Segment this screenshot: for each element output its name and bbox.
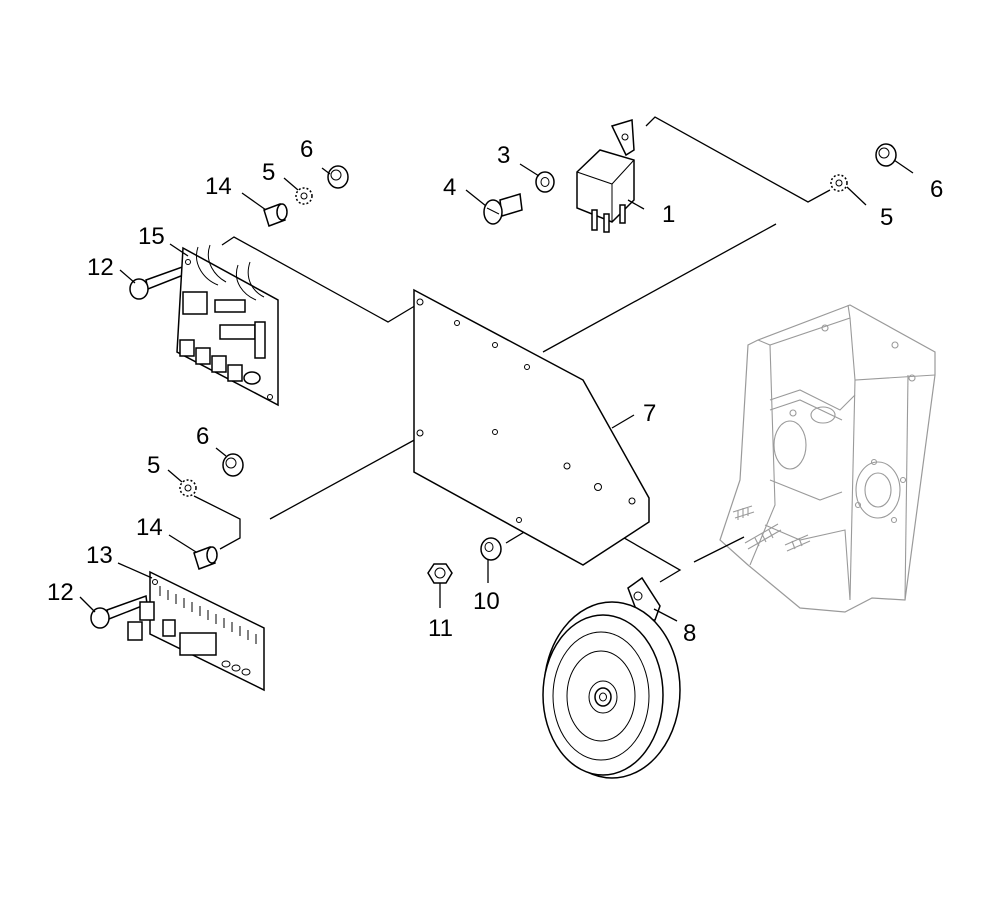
- callout-10: 10: [473, 588, 500, 615]
- lockwasher-top-right: [830, 174, 848, 192]
- nut-upper-left: [327, 165, 349, 189]
- washer: [535, 171, 555, 193]
- callout-6-lower: 6: [196, 423, 209, 450]
- callout-6-upper-left: 6: [300, 136, 313, 163]
- callout-8: 8: [683, 620, 696, 647]
- nut-horn: [427, 563, 453, 584]
- callout-15: 15: [138, 223, 165, 250]
- circuit-board-lower: [127, 570, 265, 692]
- washer-lower: [480, 537, 502, 561]
- lockwasher-upper-left: [295, 187, 313, 205]
- nut-top-right: [875, 143, 897, 167]
- circuit-board-upper: [176, 244, 279, 407]
- mounting-plate: [413, 288, 650, 566]
- callout-11: 11: [428, 615, 453, 642]
- lockwasher-lower: [179, 479, 197, 497]
- spacer-lower: [193, 546, 218, 570]
- callout-12-upper: 12: [87, 254, 114, 281]
- callout-7: 7: [643, 400, 656, 427]
- screw: [483, 193, 523, 225]
- screw-upper: [129, 264, 187, 300]
- callout-3: 3: [497, 142, 510, 169]
- callout-5-top-right: 5: [880, 204, 893, 231]
- callout-1: 1: [662, 201, 675, 228]
- horn: [542, 576, 681, 779]
- callout-14-upper: 14: [205, 173, 232, 200]
- relay: [576, 119, 635, 233]
- nut-lower: [222, 453, 244, 477]
- callout-4: 4: [443, 174, 456, 201]
- callout-leaders: [79, 159, 914, 622]
- callout-5-lower: 5: [147, 452, 160, 479]
- spacer-upper: [263, 203, 288, 227]
- callout-13: 13: [86, 542, 113, 569]
- callout-12-lower: 12: [47, 579, 74, 606]
- callout-5-upper-left: 5: [262, 159, 275, 186]
- callout-14-lower: 14: [136, 514, 163, 541]
- callout-6-top-right: 6: [930, 176, 943, 203]
- mounting-frame: [719, 304, 936, 613]
- callout-labels: 1 3 4 6 5 14 15 12 6 5 7 6 5 14 13 12 10…: [47, 136, 943, 647]
